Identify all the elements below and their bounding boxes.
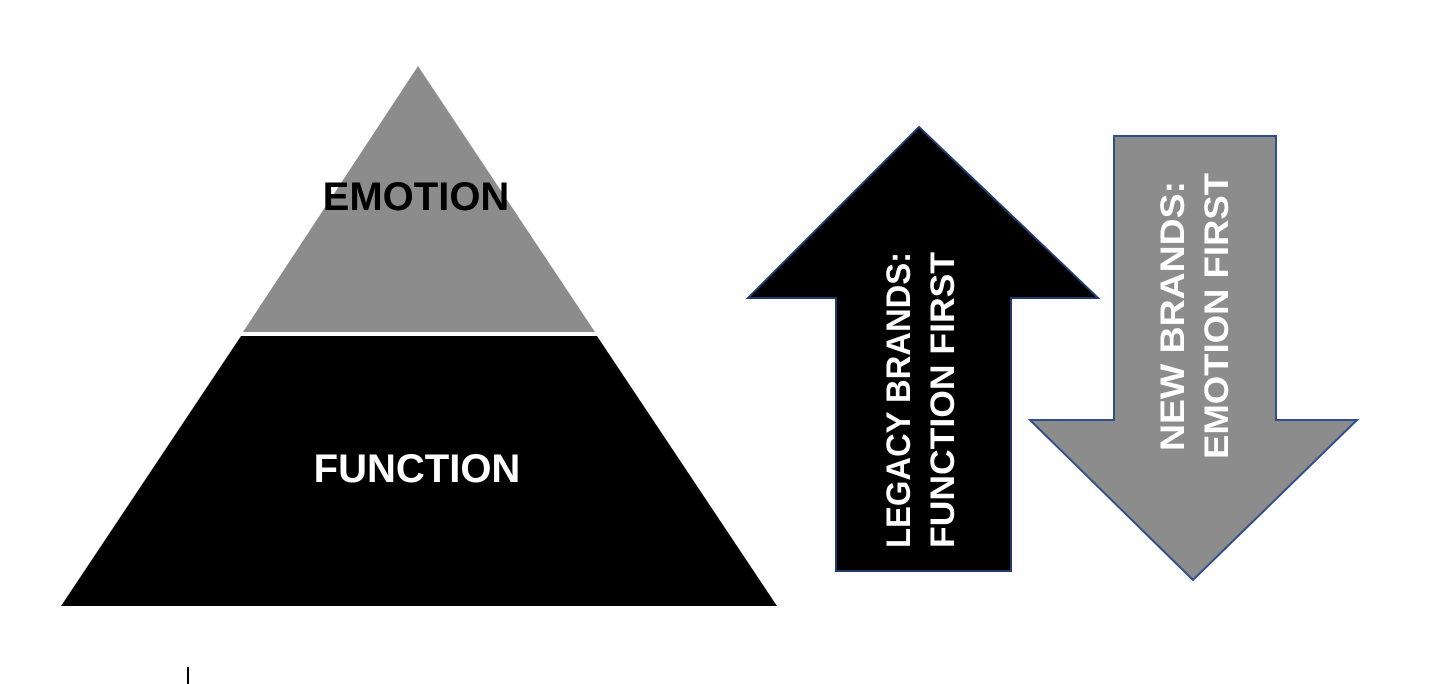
arrow-down-shape xyxy=(1027,135,1360,582)
arrow-up-shape xyxy=(745,125,1101,572)
arrow-down-label-line2: EMOTION FIRST xyxy=(1198,173,1236,459)
arrow-down-label-line1: NEW BRANDS: xyxy=(1154,181,1192,451)
arrow-down-new-brands: NEW BRANDS: EMOTION FIRST xyxy=(1027,135,1360,582)
pyramid-top-emotion xyxy=(243,66,595,332)
pyramid-bottom-function xyxy=(61,336,777,606)
pyramid-top-label: EMOTION xyxy=(323,175,510,219)
pyramid-bottom-label: FUNCTION xyxy=(314,447,521,491)
arrow-up-label-line1: LEGACY BRANDS: xyxy=(880,252,918,548)
arrow-up-label-line2: FUNCTION FIRST xyxy=(924,252,962,548)
arrow-up-legacy-brands: LEGACY BRANDS: FUNCTION FIRST xyxy=(745,125,1101,572)
pyramid: EMOTION FUNCTION xyxy=(61,66,777,606)
